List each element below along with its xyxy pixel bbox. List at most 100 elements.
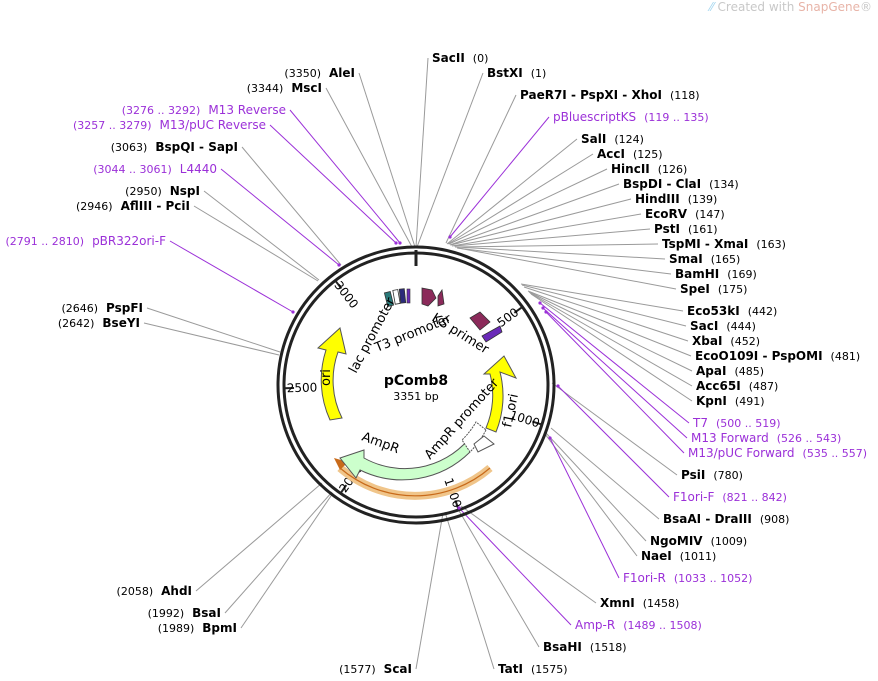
label-position: (161) <box>688 223 718 236</box>
site-marker-purple <box>406 288 411 304</box>
label-position: (1009) <box>711 535 748 548</box>
primer-site-mark-l4440 <box>337 263 341 267</box>
primer-label-m13-puc-reverse[interactable]: (3257 .. 3279)M13/pUC Reverse <box>73 118 266 132</box>
watermark-brand: SnapGene <box>798 0 860 14</box>
site-label-bamhi[interactable]: BamHI(169) <box>675 267 757 281</box>
t7-feature[interactable] <box>469 311 491 331</box>
site-label-psii[interactable]: PsiI(780) <box>681 468 743 482</box>
label-position: (487) <box>749 380 779 393</box>
t3-promoter-feature[interactable] <box>398 288 407 304</box>
site-label-smai[interactable]: SmaI(165) <box>669 252 740 266</box>
site-label-ngomiv[interactable]: NgoMIV(1009) <box>650 534 747 548</box>
f1-ori-feature[interactable] <box>482 355 518 433</box>
site-label-acc65i[interactable]: Acc65I(487) <box>696 379 778 393</box>
primer-site-mark-m13-puc-forward <box>544 310 548 314</box>
site-label-bpmi[interactable]: (1989)BpmI <box>158 621 237 635</box>
site-label-bseyi[interactable]: (2642)BseYI <box>58 316 140 330</box>
site-label-alei[interactable]: (3350)AleI <box>284 66 355 80</box>
label-name: ScaI <box>384 662 412 676</box>
label-name: SmaI <box>669 252 703 266</box>
site-label-scai[interactable]: (1577)ScaI <box>339 662 412 676</box>
label-position: (1011) <box>680 550 717 563</box>
label-name: Amp-R <box>575 618 615 632</box>
site-line-kpni <box>530 293 693 402</box>
site-label-hincii[interactable]: HincII(126) <box>611 162 687 176</box>
primer-line-f1ori-r <box>549 437 620 579</box>
ampr-feature[interactable] <box>339 438 471 481</box>
label-name: HincII <box>611 162 650 176</box>
label-position: (485) <box>734 365 764 378</box>
plasmid-length: 3351 bp <box>393 390 438 403</box>
label-position: (0) <box>473 52 489 65</box>
site-label-saci[interactable]: SacI(444) <box>690 319 756 333</box>
primer-label-m13-reverse[interactable]: (3276 .. 3292)M13 Reverse <box>122 103 286 117</box>
primer-label-f1ori-f[interactable]: F1ori-F(821 .. 842) <box>673 490 787 504</box>
site-label-spei[interactable]: SpeI(175) <box>680 282 747 296</box>
ks-primer-feature[interactable] <box>421 287 437 307</box>
site-label-ahdi[interactable]: (2058)AhdI <box>117 584 192 598</box>
primer-label-amp-r[interactable]: Amp-R(1489 .. 1508) <box>575 618 702 632</box>
site-label-ecorv[interactable]: EcoRV(147) <box>645 207 725 221</box>
site-label-psti[interactable]: PstI(161) <box>654 222 718 236</box>
ampr-promoter-arrowhead <box>473 435 495 453</box>
primer-label-m13-puc-forward[interactable]: M13/pUC Forward(535 .. 557) <box>688 446 867 460</box>
label-name: NspI <box>170 184 200 198</box>
ori-feature[interactable] <box>316 327 347 421</box>
primer-label-l4440[interactable]: (3044 .. 3061)L4440 <box>93 162 217 176</box>
site-label-eco53ki[interactable]: Eco53kI(442) <box>687 304 777 318</box>
site-label-bsaai-draiii[interactable]: BsaAI - DraIII(908) <box>663 512 789 526</box>
m13-forward-feature[interactable] <box>481 325 503 343</box>
label-position: (1458) <box>643 597 680 610</box>
site-label-bspqi-sapi[interactable]: (3063)BspQI - SapI <box>111 140 238 154</box>
primer-site-mark-m13-puc-reverse <box>394 241 398 245</box>
site-label-xbai[interactable]: XbaI(452) <box>692 334 760 348</box>
tick-mark-3000 <box>334 279 343 290</box>
lac-promoter-feature[interactable] <box>383 290 395 308</box>
label-name: M13 Forward <box>691 431 769 445</box>
primer-label-pbluescriptks[interactable]: pBluescriptKS(119 .. 135) <box>553 110 709 124</box>
label-position: (1) <box>531 67 547 80</box>
primer-label-f1ori-r[interactable]: F1ori-R(1033 .. 1052) <box>623 571 752 585</box>
site-label-bstxi[interactable]: BstXI(1) <box>487 66 546 80</box>
site-label-ecoo109i-pspomi[interactable]: EcoO109I - PspOMI(481) <box>695 349 860 363</box>
label-position: (163) <box>756 238 786 251</box>
site-label-sali[interactable]: SalI(124) <box>581 132 644 146</box>
site-label-paer7i-pspxi-xhoi[interactable]: PaeR7I - PspXI - XhoI(118) <box>520 88 700 102</box>
primer-site-mark-f1ori-r <box>548 436 552 440</box>
site-label-naei[interactable]: NaeI(1011) <box>641 549 716 563</box>
label-position: (3044 .. 3061) <box>93 163 172 176</box>
label-position: (169) <box>727 268 757 281</box>
site-label-hindiii[interactable]: HindIII(139) <box>635 192 717 206</box>
site-label-xmni[interactable]: XmnI(1458) <box>600 596 679 610</box>
site-label-apai[interactable]: ApaI(485) <box>696 364 764 378</box>
label-name: XbaI <box>692 334 722 348</box>
plasmid-name: pComb8 <box>384 373 448 389</box>
site-label-msci[interactable]: (3344)MscI <box>247 81 322 95</box>
label-position: (535 .. 557) <box>803 447 868 460</box>
site-label-sacii[interactable]: SacII(0) <box>432 51 488 65</box>
site-label-afliii-pcii[interactable]: (2946)AflIII - PciI <box>76 199 190 213</box>
label-position: (1989) <box>158 622 195 635</box>
site-label-bsahi[interactable]: BsaHI(1518) <box>543 640 626 654</box>
site-label-bspdi-clai[interactable]: BspDI - ClaI(134) <box>623 177 739 191</box>
label-position: (1518) <box>590 641 627 654</box>
label-name: T7 <box>692 416 708 430</box>
site-line-alei <box>358 72 416 248</box>
site-line-sacii <box>415 57 429 248</box>
site-label-tati[interactable]: TatI(1575) <box>498 662 568 676</box>
primer-label-t7[interactable]: T7(500 .. 519) <box>692 416 781 430</box>
primer-label-m13-forward[interactable]: M13 Forward(526 .. 543) <box>691 431 841 445</box>
site-label-bsai[interactable]: (1992)BsaI <box>148 606 221 620</box>
site-label-tspmi-xmai[interactable]: TspMI - XmaI(163) <box>662 237 786 251</box>
site-label-nspi[interactable]: (2950)NspI <box>125 184 200 198</box>
site-label-kpni[interactable]: KpnI(491) <box>696 394 765 408</box>
primer-label-pbr322ori-f[interactable]: (2791 .. 2810)pBR322ori-F <box>6 234 167 248</box>
label-name: KpnI <box>696 394 727 408</box>
site-label-acci[interactable]: AccI(125) <box>597 147 663 161</box>
primer-line-m13-puc-forward <box>545 311 685 454</box>
site-line-bsahi <box>457 508 540 648</box>
tick-mark-2000 <box>339 484 348 494</box>
primer-site-mark-m13-reverse <box>398 241 402 245</box>
site-label-pspfi[interactable]: (2646)PspFI <box>61 301 143 315</box>
site-line-ngomiv <box>545 432 647 542</box>
